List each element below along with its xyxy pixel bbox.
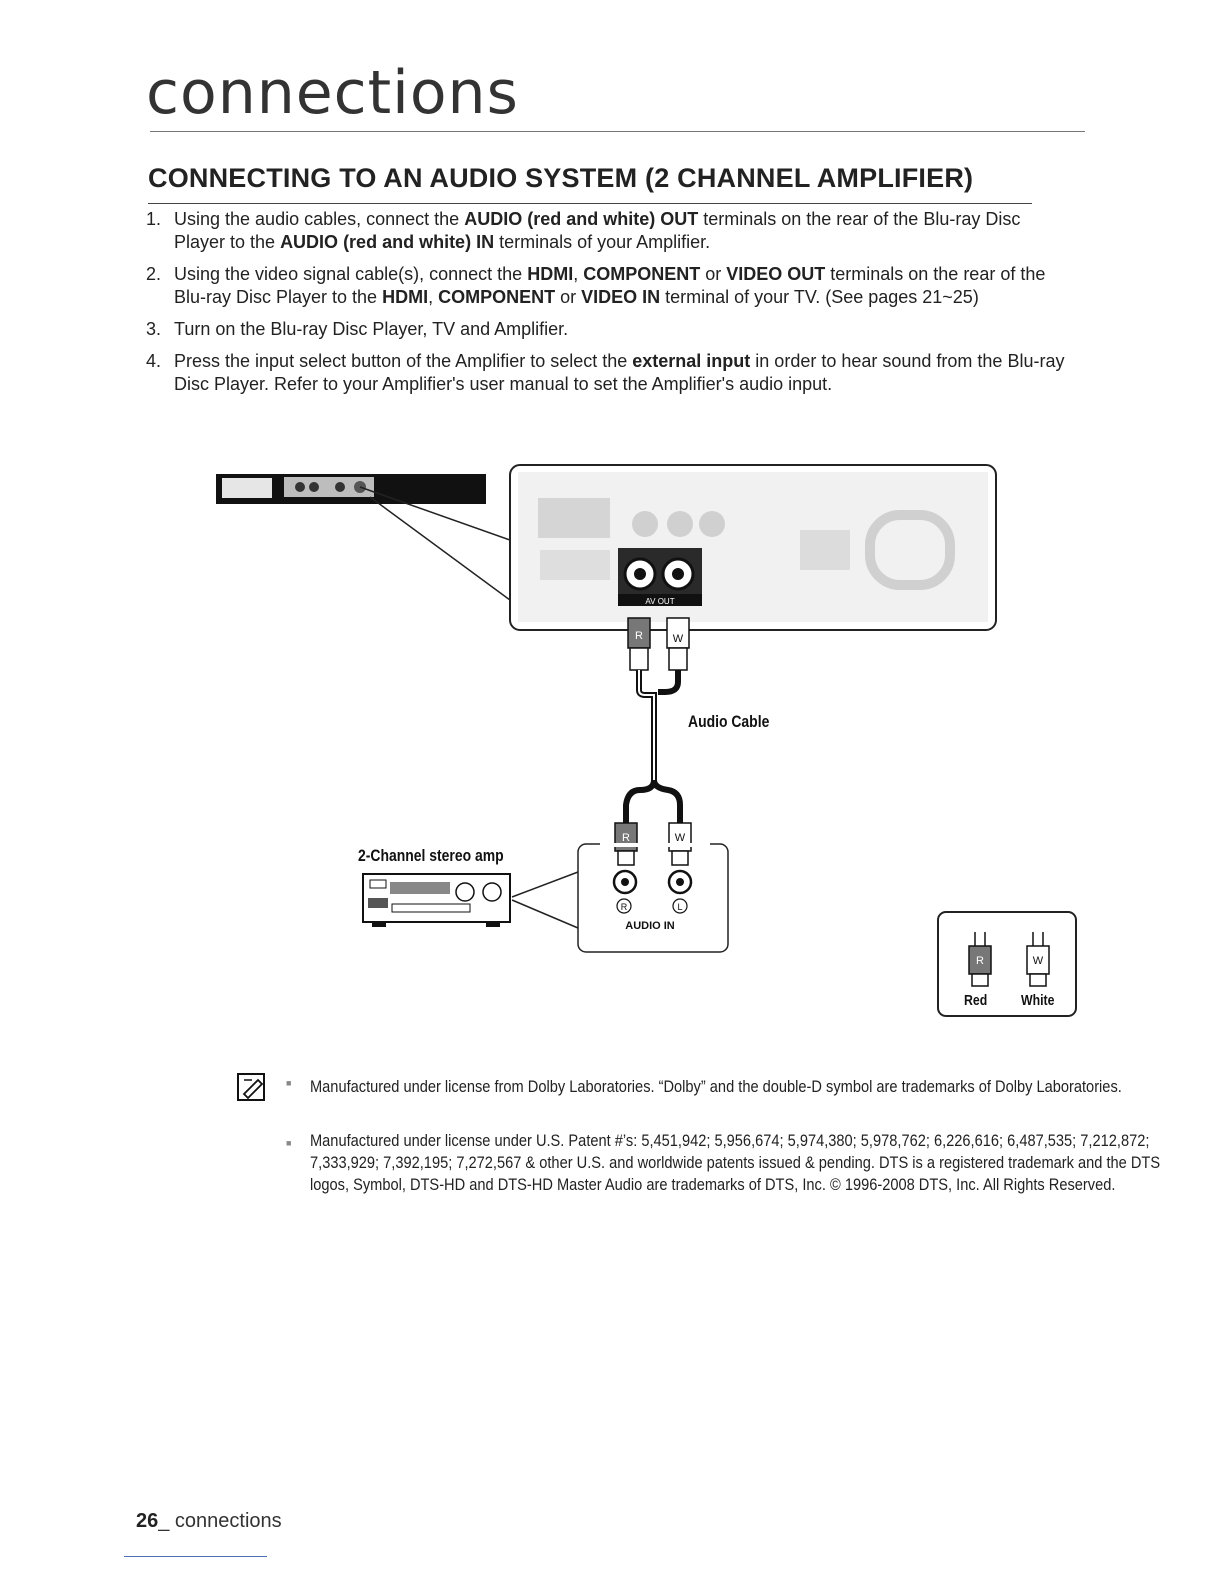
audio-in-label: AUDIO IN: [625, 920, 675, 932]
note-bullet: ■: [286, 1138, 292, 1148]
step-bold-term: external input: [632, 351, 751, 371]
step-bold-term: COMPONENT: [583, 264, 701, 284]
step-text: terminals on the rear of the Blu-ray Dis…: [174, 209, 1021, 252]
instruction-steps: 1. Using the audio cables, connect the AU…: [146, 208, 1076, 405]
step-bold-term: AUDIO (red and white) OUT: [464, 209, 699, 229]
note-dolby: Manufactured under license from Dolby La…: [310, 1077, 1122, 1096]
step-text: Using the audio cables, connect the: [174, 209, 465, 229]
legend-white-label: White: [1021, 992, 1055, 1009]
step-text: in order to hear sound from the Blu-ray …: [174, 351, 1065, 394]
bottom-plug-w-label: W: [675, 832, 686, 844]
step-text: or: [700, 264, 727, 284]
page-number: 26: [136, 1510, 159, 1532]
legend-w-label: W: [1033, 955, 1044, 967]
step-text: terminals of your Amplifier.: [494, 232, 711, 252]
step-text: Press the input select button of the Amp…: [174, 351, 633, 371]
bottom-plug-r-label: R: [622, 832, 630, 844]
step-bold-term: HDMI: [382, 287, 429, 307]
notes-section: ■ Manufactured under license from Dolby …: [236, 1072, 1160, 1252]
chapter-rule: [150, 131, 1085, 132]
legend-r-label: R: [976, 955, 984, 967]
legend-red-label: Red: [964, 992, 988, 1009]
step-text: terminal of your TV. (See pages 21~25): [660, 287, 979, 307]
note-dts: Manufactured under license under U.S. Pa…: [310, 1131, 1161, 1194]
top-plug-w-label: W: [673, 633, 684, 645]
step-text: Turn on the Blu-ray Disc Player, TV and …: [174, 319, 569, 339]
player-rear-panel: [509, 464, 997, 631]
step-text: Using the video signal cable(s), connect…: [174, 264, 528, 284]
top-plug-r-label: R: [635, 630, 643, 642]
step-text: ,: [428, 287, 439, 307]
step-number: 4.: [146, 351, 162, 371]
section-title: CONNECTING TO AN AUDIO SYSTEM (2 CHANNEL…: [148, 163, 974, 193]
audio-in-r-label: R: [621, 902, 628, 912]
top-plug-red: [627, 617, 651, 671]
note-icon: [237, 1073, 265, 1101]
step-number: 1.: [146, 209, 162, 229]
av-out-label: AV OUT: [645, 597, 674, 606]
step-bold-term: VIDEO IN: [581, 287, 661, 307]
step-bold-term: COMPONENT: [438, 287, 556, 307]
page-footer: 26_ connections: [136, 1510, 282, 1533]
step-4: 4. Press the input select button of the A…: [146, 350, 1076, 396]
plug-color-legend: [937, 911, 1077, 1017]
section-rule: [148, 203, 1032, 204]
step-number: 3.: [146, 319, 162, 339]
step-text: or: [555, 287, 582, 307]
step-text: ,: [573, 264, 584, 284]
audio-cable-label: Audio Cable: [688, 712, 770, 731]
audio-in-panel: [577, 843, 729, 953]
step-text: terminals on the rear of the Blu-ray Dis…: [174, 264, 1046, 307]
step-1: 1. Using the audio cables, connect the AU…: [146, 208, 1076, 254]
audio-in-l-label: L: [677, 902, 682, 912]
step-bold-term: HDMI: [527, 264, 574, 284]
chapter-title: connections: [146, 58, 519, 128]
step-3: 3. Turn on the Blu-ray Disc Player, TV an…: [146, 318, 1076, 341]
step-bold-term: VIDEO OUT: [726, 264, 826, 284]
step-2: 2. Using the video signal cable(s), conne…: [146, 263, 1076, 309]
stereo-amplifier-illustration: [362, 873, 511, 927]
amp-label: 2-Channel stereo amp: [358, 846, 504, 865]
step-bold-term: AUDIO (red and white) IN: [280, 232, 495, 252]
footer-rule: [124, 1556, 267, 1557]
blu-ray-player-illustration: [216, 474, 486, 504]
note-bullet: ■: [286, 1078, 292, 1088]
footer-label: _ connections: [158, 1510, 282, 1532]
step-number: 2.: [146, 264, 162, 284]
